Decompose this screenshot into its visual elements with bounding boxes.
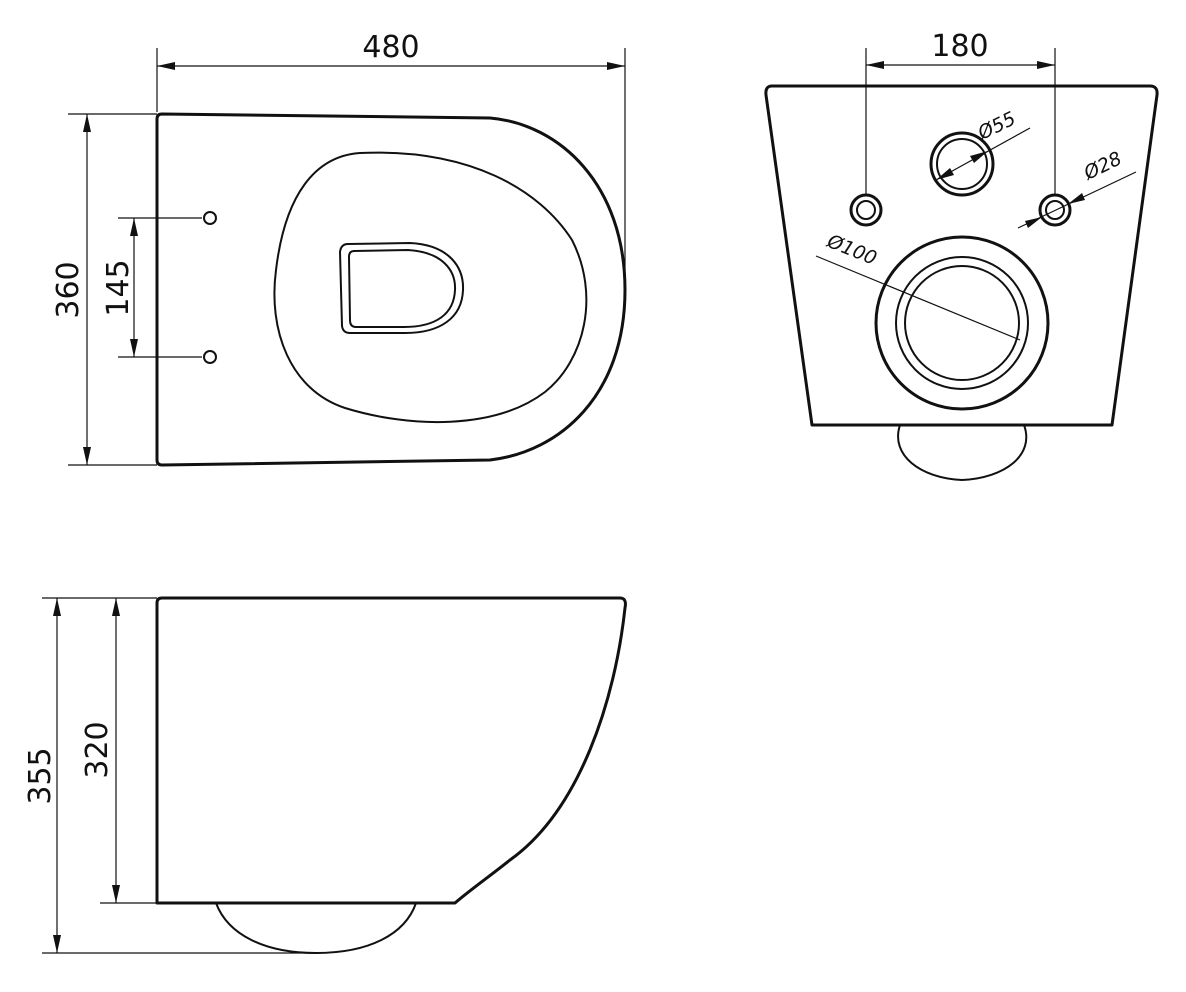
- rear-view-body: [764, 84, 1159, 427]
- dim-total-height-355: 355: [23, 747, 58, 804]
- label-outlet-100: Ø100: [823, 230, 880, 270]
- rear-view: 180 Ø55 Ø28 Ø100: [764, 29, 1159, 482]
- top-view-outline: [155, 112, 627, 467]
- dim-depth-360: 360: [51, 261, 86, 318]
- dim-fixing-145: 145: [101, 259, 136, 316]
- waste-outlet-middle: [895, 256, 1029, 390]
- seat-fixing-hole-upper: [203, 211, 217, 225]
- flush-inlet-outer: [929, 131, 995, 197]
- dim-body-height-320: 320: [80, 721, 115, 778]
- waste-outlet-outer: [874, 235, 1050, 411]
- bowl-drain-outer: [338, 241, 465, 334]
- waste-outlet-inner: [904, 265, 1020, 381]
- leader-100: [815, 255, 1021, 341]
- seat-fixing-hole-lower: [203, 350, 217, 364]
- bowl-drain-inner: [347, 248, 457, 328]
- wall-fixing-hole-left: [849, 193, 883, 227]
- side-view: 355 320: [23, 596, 627, 955]
- flush-inlet-inner: [936, 138, 988, 190]
- side-view-bottom-bulge: [215, 902, 417, 955]
- side-view-outline: [155, 596, 627, 905]
- wall-fixing-hole-right-inner: [1045, 200, 1065, 220]
- dim-fixing-180: 180: [931, 29, 988, 64]
- top-view: 480 360 145: [51, 30, 627, 467]
- rear-view-bottom-bulge: [897, 424, 1028, 482]
- wall-fixing-hole-left-inner: [856, 200, 876, 220]
- label-fixing-28: Ø28: [1080, 148, 1126, 185]
- dim-width-480: 480: [362, 30, 419, 65]
- bowl-rim: [273, 151, 588, 424]
